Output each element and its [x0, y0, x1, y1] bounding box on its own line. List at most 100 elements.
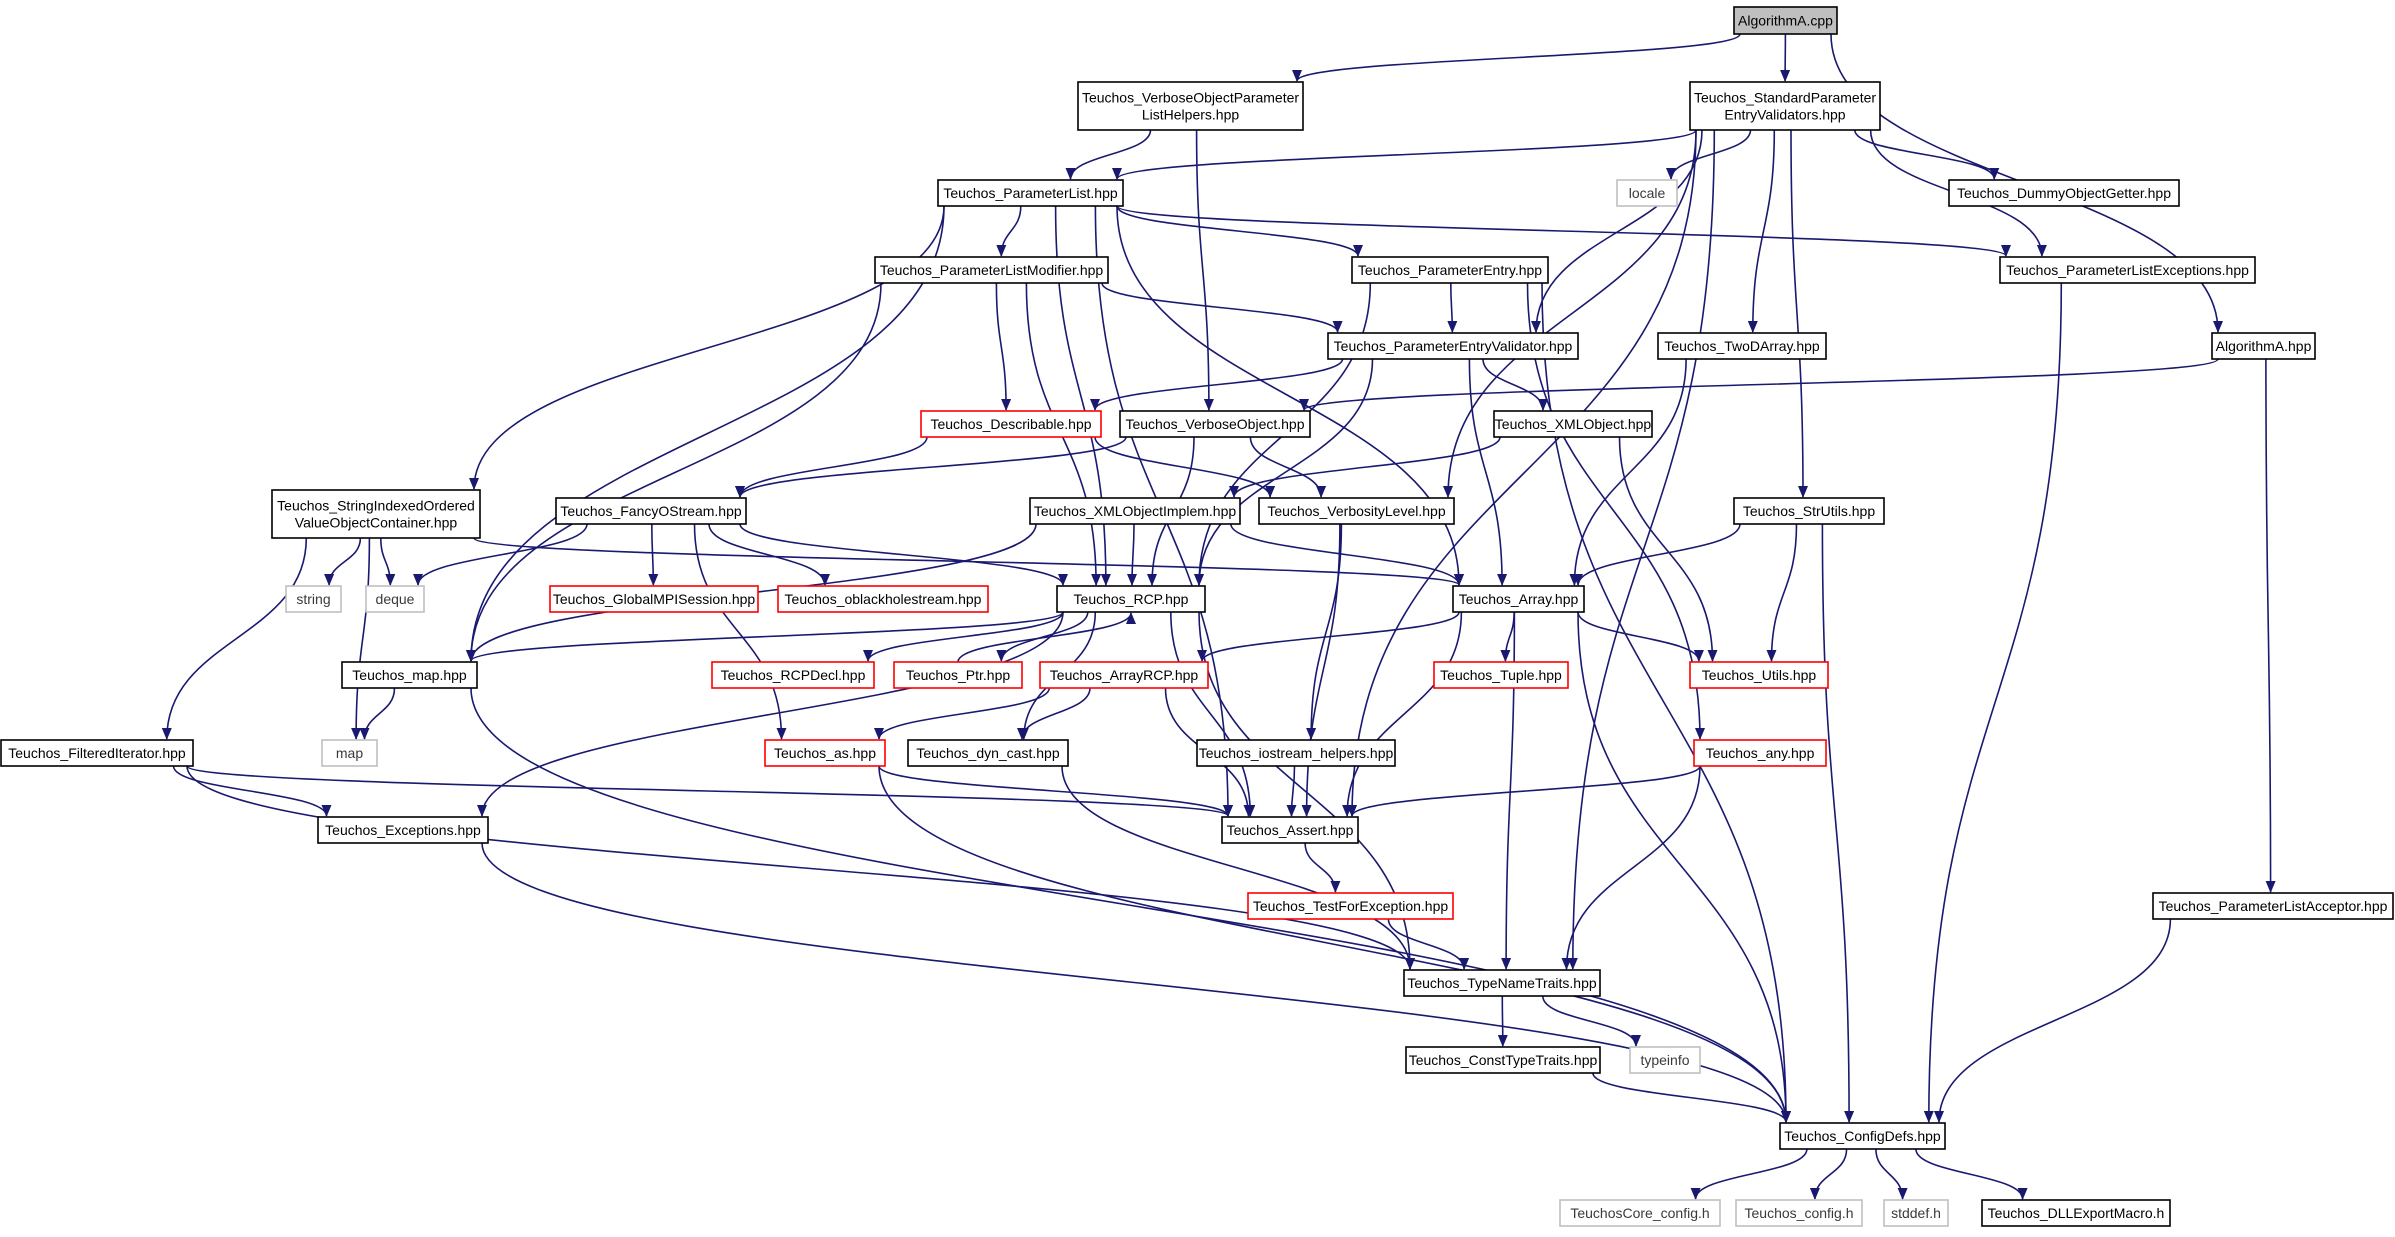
edge-strIndexedContainer-to-filteredIterator: [161, 537, 308, 740]
edge-fancyOStream-to-deque: [413, 523, 588, 586]
node-box: [1247, 892, 1454, 920]
node-describable[interactable]: Teuchos_Describable.hpp: [920, 410, 1102, 438]
edge-typeNameTraits-to-constTypeTraits: [1497, 995, 1508, 1047]
edge-stdParamValidators-to-typeNameTraits: [1567, 129, 1716, 970]
node-oblackholestream[interactable]: Teuchos_oblackholestream.hpp: [777, 585, 989, 613]
node-label: Teuchos_VerboseObject.hpp: [1125, 416, 1304, 432]
node-label: Teuchos_DLLExportMacro.h: [1988, 1205, 2165, 1221]
node-box: [1039, 661, 1209, 689]
edge-strUtils-to-configDefs: [1821, 523, 1855, 1123]
node-paramListAcceptor[interactable]: Teuchos_ParameterListAcceptor.hpp: [2152, 892, 2394, 920]
edge-stdParamValidators-to-paramEntryValidator: [1531, 129, 1703, 333]
node-verbosityLevel[interactable]: Teuchos_VerbosityLevel.hpp: [1258, 497, 1455, 525]
edge-fancyOStream-to-oblackholestream: [708, 523, 830, 586]
node-label: Teuchos_Utils.hpp: [1702, 667, 1817, 683]
node-label: AlgorithmA.cpp: [1738, 13, 1833, 29]
node-box: [1405, 1046, 1601, 1074]
node-label: Teuchos_RCP.hpp: [1074, 591, 1189, 607]
node-box: [1029, 497, 1241, 525]
edge-paramEntryValidator-to-array: [1468, 358, 1508, 586]
node-ptr[interactable]: Teuchos_Ptr.hpp: [893, 661, 1023, 689]
node-tuple[interactable]: Teuchos_Tuple.hpp: [1433, 661, 1569, 689]
node-constTypeTraits[interactable]: Teuchos_ConstTypeTraits.hpp: [1405, 1046, 1601, 1074]
node-box: [1616, 179, 1678, 207]
node-fancyOStream[interactable]: Teuchos_FancyOStream.hpp: [555, 497, 747, 525]
edge-iostreamHelpers-to-assert: [1286, 765, 1297, 817]
node-box: [1403, 969, 1601, 997]
node-dllExportMacro[interactable]: Teuchos_DLLExportMacro.h: [1981, 1199, 2171, 1227]
node-xmlObjectImplem[interactable]: Teuchos_XMLObjectImplem.hpp: [1029, 497, 1241, 525]
node-label: Teuchos_StrUtils.hpp: [1743, 503, 1876, 519]
node-rcpDecl[interactable]: Teuchos_RCPDecl.hpp: [711, 661, 875, 689]
node-label: Teuchos_as.hpp: [774, 745, 876, 761]
node-strUtils[interactable]: Teuchos_StrUtils.hpp: [1733, 497, 1885, 525]
node-box: [893, 661, 1023, 689]
node-arrayRCP[interactable]: Teuchos_ArrayRCP.hpp: [1039, 661, 1209, 689]
node-as[interactable]: Teuchos_as.hpp: [764, 739, 886, 767]
edge-filteredIterator-to-assert: [186, 765, 1233, 817]
node-label: Teuchos_ParameterListExceptions.hpp: [2006, 262, 2249, 278]
node-label: EntryValidators.hpp: [1724, 107, 1845, 123]
node-box: [1948, 179, 2180, 207]
edge-strUtils-to-array: [1573, 523, 1741, 586]
edge-filteredIterator-to-exceptions: [172, 765, 332, 817]
node-assert[interactable]: Teuchos_Assert.hpp: [1221, 816, 1359, 844]
edge-typeNameTraits-to-typeinfo: [1542, 995, 1641, 1047]
node-rcp[interactable]: Teuchos_RCP.hpp: [1056, 585, 1206, 613]
node-deque: deque: [365, 585, 425, 613]
node-label: Teuchos_XMLObjectImplem.hpp: [1034, 503, 1237, 519]
nodes-layer: AlgorithmA.cppTeuchos_VerboseObjectParam…: [0, 6, 2394, 1227]
edge-ptr-to-rcp: [957, 612, 1136, 663]
node-testForException[interactable]: Teuchos_TestForException.hpp: [1247, 892, 1454, 920]
node-teuchosCoreConfig: TeuchosCore_config.h: [1559, 1199, 1721, 1227]
node-box: [1056, 585, 1206, 613]
node-any[interactable]: Teuchos_any.hpp: [1693, 739, 1827, 767]
node-box: [711, 661, 875, 689]
node-teuchosConfig: Teuchos_config.h: [1735, 1199, 1863, 1227]
edge-strIndexedContainer-to-string: [324, 537, 362, 586]
node-strIndexedContainer[interactable]: Teuchos_StringIndexedOrderedValueObjectC…: [271, 489, 481, 539]
edge-verboseObject-to-fancyOStream: [735, 436, 1127, 498]
node-twoDArray[interactable]: Teuchos_TwoDArray.hpp: [1657, 332, 1827, 360]
node-globalMPISession[interactable]: Teuchos_GlobalMPISession.hpp: [549, 585, 759, 613]
node-map_hpp[interactable]: Teuchos_map.hpp: [341, 661, 478, 689]
node-paramListExceptions[interactable]: Teuchos_ParameterListExceptions.hpp: [1999, 256, 2256, 284]
edge-xmlObjectImplem-to-rcp: [1127, 523, 1138, 586]
node-array[interactable]: Teuchos_Array.hpp: [1452, 585, 1585, 613]
edge-parameterEntry-to-any: [1526, 282, 1705, 740]
node-dummyObjectGetter[interactable]: Teuchos_DummyObjectGetter.hpp: [1948, 179, 2180, 207]
node-exceptions[interactable]: Teuchos_Exceptions.hpp: [317, 816, 489, 844]
edge-as-to-configDefs: [878, 765, 1791, 1123]
node-typeNameTraits[interactable]: Teuchos_TypeNameTraits.hpp: [1403, 969, 1601, 997]
node-label: Teuchos_ParameterList.hpp: [943, 185, 1118, 201]
node-typeinfo: typeinfo: [1629, 1046, 1701, 1074]
node-label: Teuchos_ParameterEntryValidator.hpp: [1334, 338, 1573, 354]
node-paramEntryValidator[interactable]: Teuchos_ParameterEntryValidator.hpp: [1327, 332, 1579, 360]
node-configDefs[interactable]: Teuchos_ConfigDefs.hpp: [1779, 1122, 1946, 1150]
node-parameterEntry[interactable]: Teuchos_ParameterEntry.hpp: [1351, 256, 1549, 284]
node-stdParamValidators[interactable]: Teuchos_StandardParameterEntryValidators…: [1689, 81, 1881, 131]
node-algorithmA_hpp[interactable]: AlgorithmA.hpp: [2211, 332, 2316, 360]
edge-array-to-tuple: [1500, 611, 1515, 662]
node-box: [365, 585, 425, 613]
node-iostreamHelpers[interactable]: Teuchos_iostream_helpers.hpp: [1196, 739, 1396, 767]
node-paramListModifier[interactable]: Teuchos_ParameterListModifier.hpp: [874, 256, 1109, 284]
edge-xmlObjectImplem-to-array: [1230, 523, 1464, 586]
node-algorithmA_cpp[interactable]: AlgorithmA.cpp: [1733, 6, 1838, 35]
node-verboseParamHelpers[interactable]: Teuchos_VerboseObjectParameterListHelper…: [1077, 81, 1304, 131]
node-dynCast[interactable]: Teuchos_dyn_cast.hpp: [907, 739, 1069, 767]
node-utils[interactable]: Teuchos_Utils.hpp: [1689, 661, 1829, 689]
node-label: Teuchos_Ptr.hpp: [906, 667, 1011, 683]
node-box: [1693, 739, 1827, 767]
node-parameterList[interactable]: Teuchos_ParameterList.hpp: [937, 179, 1124, 207]
node-label: deque: [376, 591, 415, 607]
node-xmlObject[interactable]: Teuchos_XMLObject.hpp: [1493, 410, 1653, 438]
node-filteredIterator[interactable]: Teuchos_FilteredIterator.hpp: [0, 739, 194, 767]
node-verboseObject[interactable]: Teuchos_VerboseObject.hpp: [1119, 410, 1311, 438]
node-label: Teuchos_ParameterListAcceptor.hpp: [2159, 898, 2388, 914]
node-label: Teuchos_dyn_cast.hpp: [916, 745, 1059, 761]
node-box: [937, 179, 1124, 207]
edge-as-to-assert: [878, 765, 1233, 817]
edge-parameterEntry-to-configDefs: [1541, 282, 1791, 1123]
edge-describable-to-fancyOStream: [735, 436, 928, 498]
